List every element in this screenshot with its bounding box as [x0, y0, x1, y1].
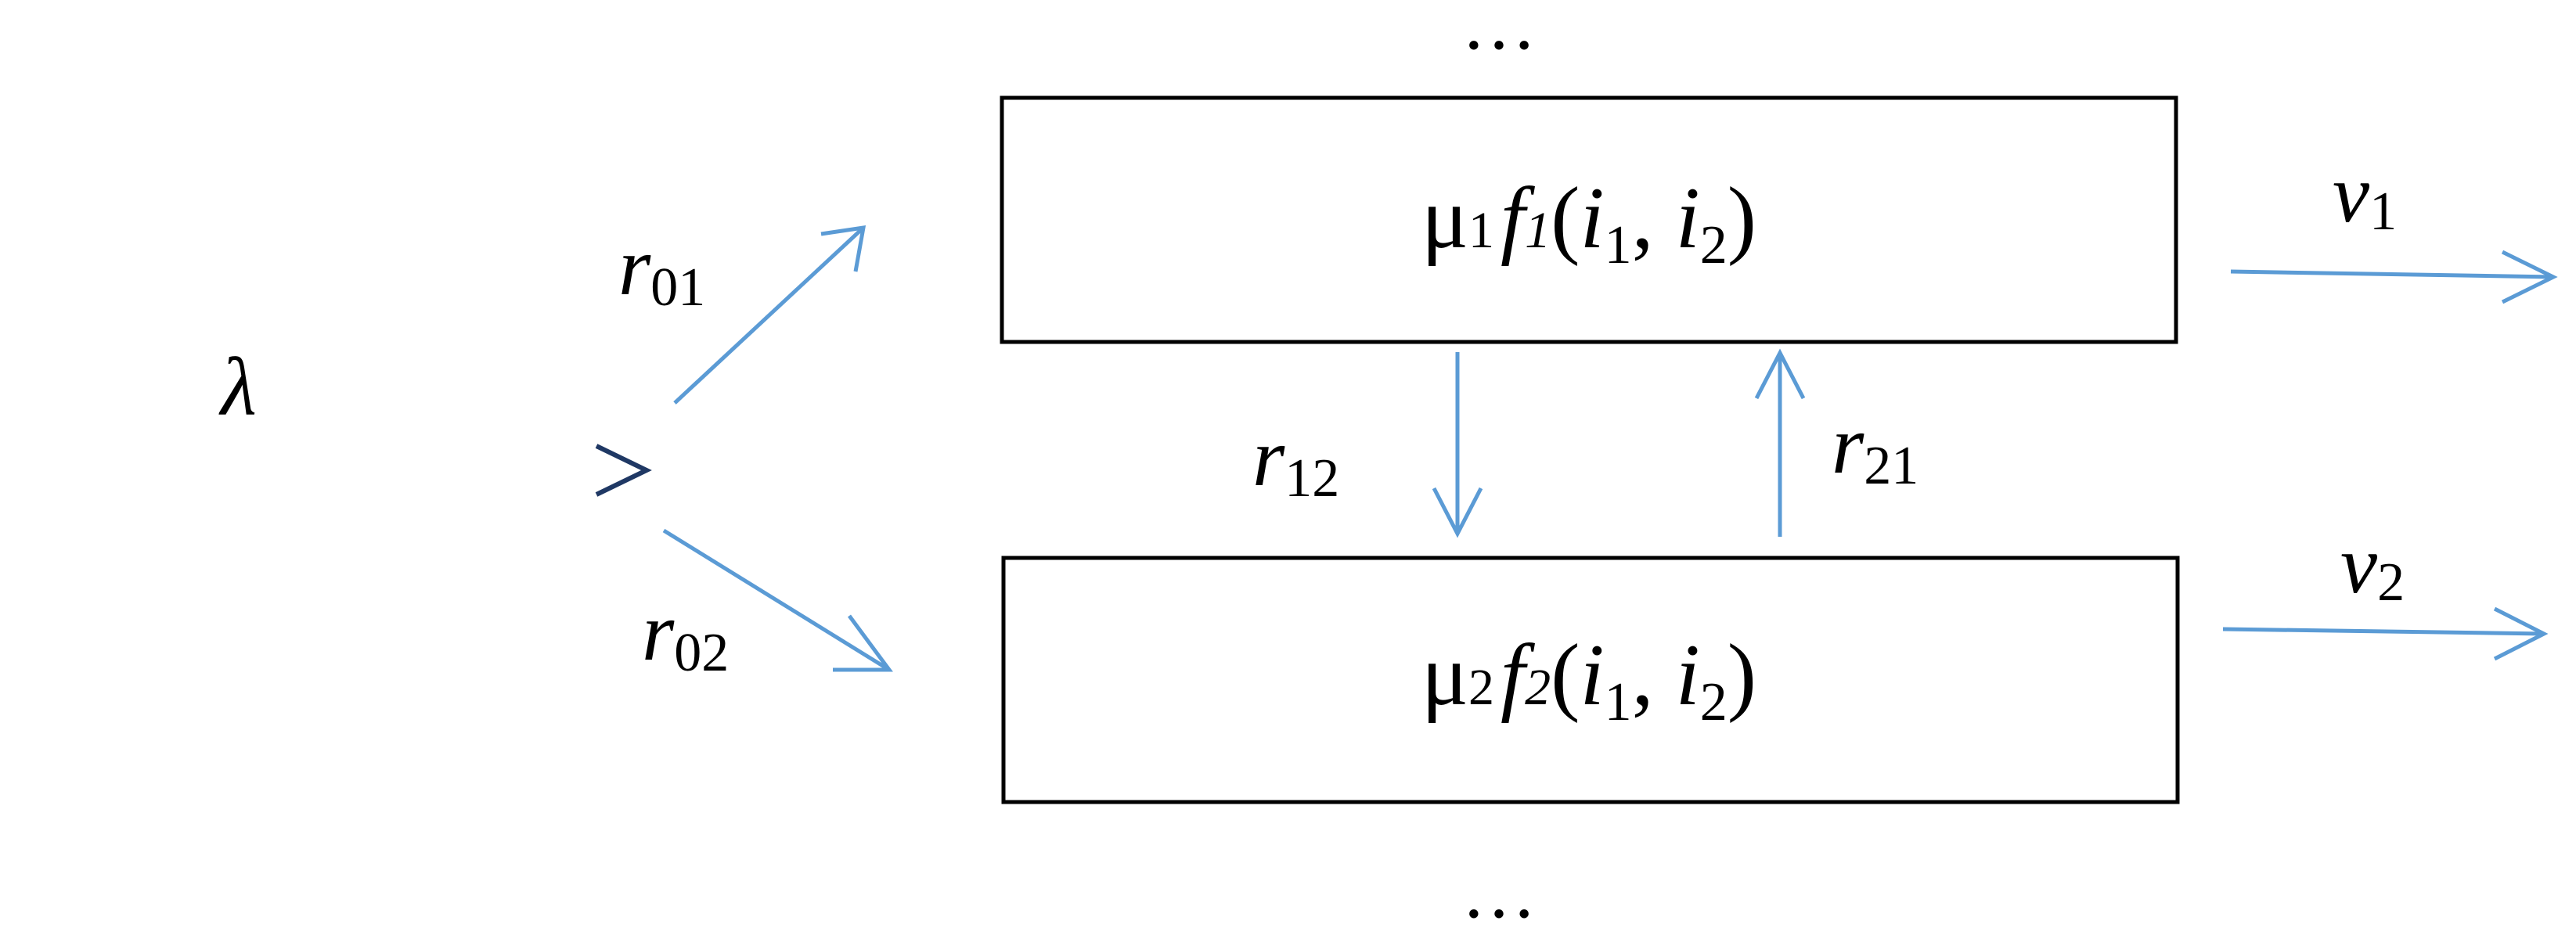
node-2-arg1: i	[1580, 627, 1604, 724]
node-2-rate-sub: 2	[1468, 659, 1494, 716]
node-1-arg2: i	[1676, 170, 1700, 267]
node-2-arg1-sub: 1	[1605, 672, 1632, 732]
node-1-box	[1000, 95, 2178, 344]
node-2-box	[1001, 556, 2180, 804]
v2-symbol: v	[2340, 519, 2378, 610]
node-1-arg1: i	[1580, 170, 1604, 267]
bottom-ellipsis: …	[1461, 850, 1541, 933]
node-2-rate: μ	[1421, 627, 1468, 724]
outflow-arrow-1	[2230, 250, 2558, 304]
node-2-arg2: i	[1676, 627, 1700, 724]
v1-subscript: 1	[2369, 182, 2397, 242]
v2-subscript: 2	[2377, 552, 2405, 613]
node-2-comma: ,	[1632, 627, 1676, 724]
node-2-arg2-sub: 2	[1700, 672, 1728, 732]
routing-label-r01: r01	[618, 221, 705, 318]
routing-arrow-1-to-2	[1432, 352, 1483, 538]
routing-label-r21: r21	[1832, 399, 1918, 496]
node-1-open-paren: (	[1551, 170, 1580, 267]
v1-symbol: v	[2333, 148, 2370, 239]
routing-arrow-2-to-1	[1754, 348, 1806, 537]
routing-label-r02: r02	[642, 586, 729, 683]
node-2-formula: μ2f2(i1, i2)	[1421, 627, 1756, 732]
node-1-formula: μ1f1(i1, i2)	[1421, 170, 1756, 275]
routing-label-r12: r12	[1252, 412, 1339, 509]
r12-subscript: 12	[1284, 448, 1339, 509]
node-1-rate: μ	[1421, 170, 1468, 267]
r01-subscript: 01	[650, 257, 705, 318]
node-1-func-sub: 1	[1525, 202, 1551, 259]
node-1-close-paren: )	[1728, 170, 1756, 267]
node-1-arg1-sub: 1	[1605, 215, 1632, 275]
node-1-rate-sub: 1	[1468, 202, 1494, 259]
outflow-label-1: v1	[2333, 148, 2397, 242]
outflow-label-2: v2	[2340, 519, 2405, 613]
routing-arrow-to-node-2	[662, 528, 893, 672]
r01-symbol: r	[618, 221, 651, 312]
node-2-func-sub: 2	[1525, 659, 1551, 716]
r21-symbol: r	[1832, 399, 1864, 491]
node-1-comma: ,	[1632, 170, 1676, 267]
top-ellipsis: …	[1461, 0, 1541, 65]
node-2-close-paren: )	[1728, 627, 1756, 724]
r02-subscript: 02	[674, 623, 729, 683]
r02-symbol: r	[642, 586, 675, 678]
inflow-arrow	[22, 444, 652, 497]
r12-symbol: r	[1252, 412, 1285, 503]
routing-arrow-to-node-1	[673, 225, 866, 405]
node-1-arg2-sub: 2	[1700, 215, 1728, 275]
outflow-arrow-2	[2222, 606, 2549, 661]
node-2-open-paren: (	[1551, 627, 1580, 724]
r21-subscript: 21	[1864, 436, 1918, 496]
inflow-label: λ	[218, 341, 257, 433]
